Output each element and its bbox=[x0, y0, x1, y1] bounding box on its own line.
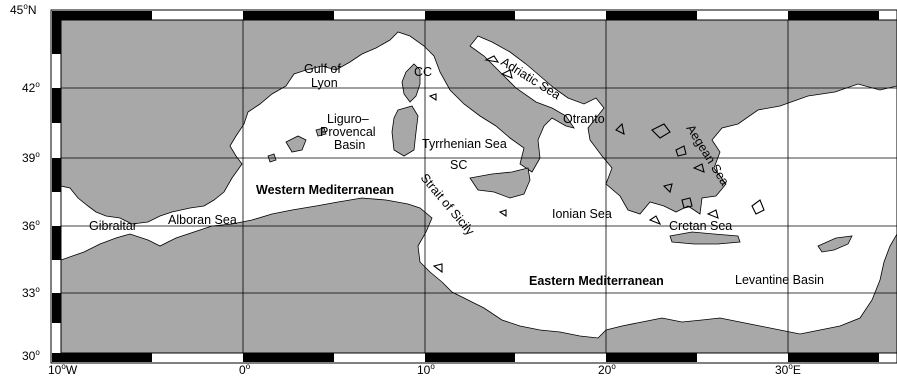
lat-tick-36: 36o bbox=[22, 218, 40, 233]
lat-tick-33: 33o bbox=[22, 285, 40, 300]
label-gulf-of-lyon-2: Lyon bbox=[311, 76, 338, 90]
lat-tick-30: 30o bbox=[22, 348, 40, 363]
land-mallorca bbox=[285, 135, 307, 153]
lat-tick-45: 45oN bbox=[10, 2, 36, 17]
isle-elba bbox=[428, 93, 437, 102]
land-crete bbox=[669, 231, 741, 245]
isle-dalmatia-2 bbox=[500, 69, 513, 79]
label-alboran: Alboran Sea bbox=[168, 213, 237, 227]
lon-tick-labels: 10oW 0o 10o 20o 30oE bbox=[48, 362, 801, 376]
label-cretan: Cretan Sea bbox=[669, 219, 732, 233]
isle-rhodes bbox=[751, 199, 765, 215]
lon-tick-10: 10o bbox=[417, 362, 435, 376]
lon-tick-10w: 10oW bbox=[48, 362, 78, 376]
label-eastern-med: Eastern Mediterranean bbox=[529, 274, 664, 288]
land-europe bbox=[60, 19, 897, 225]
land-menorca bbox=[315, 127, 327, 137]
isle-malta bbox=[498, 209, 507, 218]
land-corsica bbox=[401, 63, 421, 103]
isle-aegean-1 bbox=[651, 123, 671, 139]
isle-corfu bbox=[615, 122, 625, 135]
lat-tick-39: 39o bbox=[22, 150, 40, 165]
label-tyrrhenian: Tyrrhenian Sea bbox=[422, 137, 507, 151]
graticule bbox=[61, 20, 897, 353]
label-levantine: Levantine Basin bbox=[735, 273, 824, 287]
isle-aegean-4 bbox=[662, 183, 673, 194]
island-outlines bbox=[428, 55, 765, 274]
label-liguro-1: Liguro– bbox=[327, 112, 369, 126]
isle-dalmatia-1 bbox=[484, 55, 500, 63]
lon-tick-30e: 30oE bbox=[775, 362, 801, 376]
label-gibraltar: Gibraltar bbox=[89, 219, 137, 233]
land-sardinia bbox=[391, 105, 419, 157]
label-liguro-2: Provencal bbox=[320, 125, 376, 139]
lat-tick-42: 42o bbox=[22, 80, 40, 95]
lat-tick-labels: 45oN 42o 39o 36o 33o 30o bbox=[10, 2, 40, 363]
label-liguro-3: Basin bbox=[334, 138, 365, 152]
land-cyprus bbox=[817, 235, 853, 253]
label-sc: SC bbox=[450, 158, 467, 172]
isle-aegean-5 bbox=[681, 197, 693, 209]
label-western-med: Western Mediterranean bbox=[256, 183, 394, 197]
lon-tick-20: 20o bbox=[598, 362, 616, 376]
label-ionian: Ionian Sea bbox=[552, 207, 612, 221]
label-otranto: Otranto bbox=[563, 112, 605, 126]
label-cc: CC bbox=[414, 65, 432, 79]
land-africa bbox=[60, 197, 897, 354]
land-sicily bbox=[469, 167, 531, 199]
land-masses bbox=[60, 19, 897, 354]
isle-aegean-6 bbox=[706, 209, 719, 219]
isle-aegean-2 bbox=[675, 145, 687, 157]
isle-aegean-7 bbox=[648, 215, 662, 226]
lon-tick-0: 0o bbox=[239, 362, 251, 376]
isle-aegean-3 bbox=[692, 163, 705, 173]
label-gulf-of-lyon-1: Gulf of bbox=[304, 62, 341, 76]
map-frame bbox=[50, 9, 897, 364]
isle-djerba bbox=[432, 263, 443, 274]
